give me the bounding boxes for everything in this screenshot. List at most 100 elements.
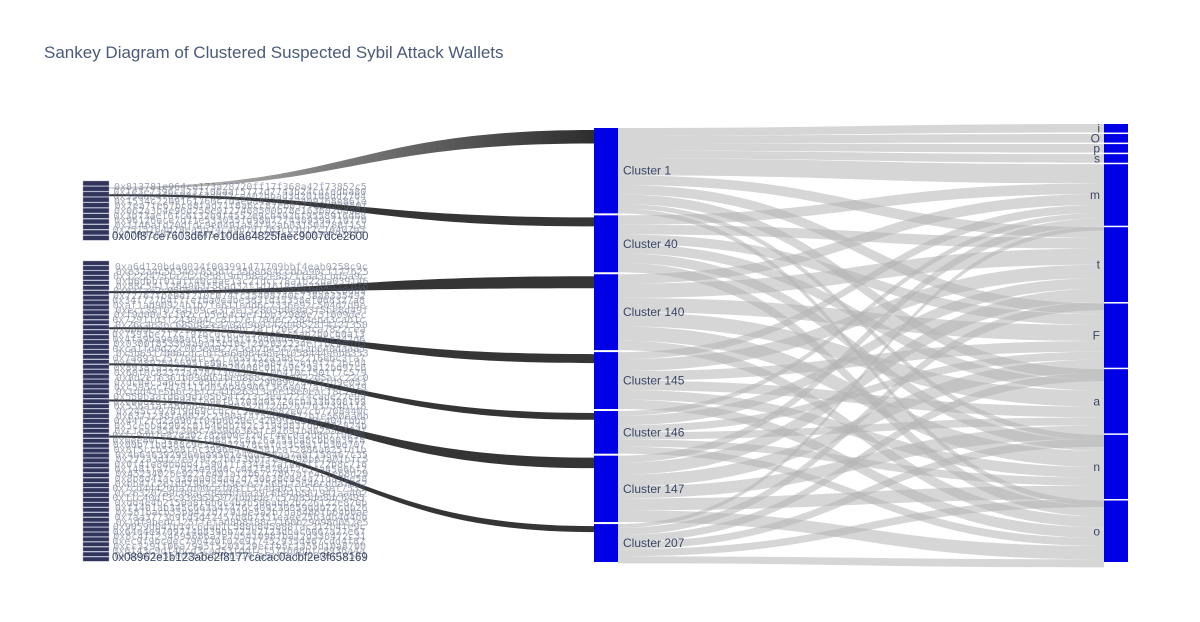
wallet-node[interactable]	[82, 487, 110, 493]
wallet-node[interactable]	[82, 542, 110, 547]
wallet-node[interactable]	[82, 180, 110, 186]
source-link-2[interactable]	[109, 276, 594, 294]
cluster-node[interactable]	[594, 455, 618, 523]
source-link-6[interactable]	[109, 435, 594, 533]
wallet-node[interactable]	[82, 359, 110, 365]
cluster-link-22[interactable]	[618, 204, 1104, 360]
wallet-node[interactable]	[82, 408, 110, 414]
target-node[interactable]	[1104, 434, 1128, 500]
wallet-node[interactable]	[82, 546, 110, 552]
target-node[interactable]	[1104, 500, 1128, 562]
target-node[interactable]	[1104, 303, 1128, 368]
wallet-node[interactable]	[82, 398, 110, 404]
wallet-node[interactable]	[82, 433, 110, 439]
cluster-link-2[interactable]	[618, 143, 1104, 153]
wallet-node[interactable]	[82, 300, 110, 305]
wallet-node[interactable]	[82, 224, 110, 230]
cluster-link-30[interactable]	[618, 351, 1104, 433]
wallet-node[interactable]	[82, 448, 110, 453]
wallet-node[interactable]	[82, 502, 110, 508]
cluster-node[interactable]	[594, 215, 618, 273]
cluster-node[interactable]	[594, 274, 618, 351]
target-node[interactable]	[1104, 134, 1128, 143]
wallet-node[interactable]	[82, 369, 110, 374]
cluster-link-36[interactable]	[618, 359, 1104, 487]
cluster-link-45[interactable]	[618, 556, 1104, 568]
wallet-node[interactable]	[82, 197, 110, 203]
cluster-link-42[interactable]	[618, 373, 1104, 543]
target-node[interactable]	[1104, 154, 1128, 163]
wallet-node[interactable]	[82, 463, 110, 468]
target-node[interactable]	[1104, 124, 1128, 133]
wallet-node[interactable]	[82, 482, 110, 488]
source-link-1[interactable]	[109, 194, 594, 227]
source-link-4[interactable]	[109, 363, 594, 420]
wallet-node[interactable]	[82, 310, 110, 315]
wallet-node[interactable]	[82, 320, 110, 325]
wallet-node[interactable]	[82, 290, 110, 295]
wallet-node[interactable]	[82, 403, 110, 409]
cluster-link-44[interactable]	[618, 499, 1104, 557]
wallet-node[interactable]	[82, 438, 110, 443]
wallet-node[interactable]	[82, 389, 110, 394]
wallet-node[interactable]	[82, 265, 110, 271]
cluster-link-43[interactable]	[618, 438, 1104, 550]
wallet-node[interactable]	[82, 522, 110, 527]
wallet-node[interactable]	[82, 453, 110, 458]
wallet-node[interactable]	[82, 537, 110, 542]
wallet-node[interactable]	[82, 285, 110, 291]
cluster-link-25[interactable]	[618, 380, 1104, 418]
wallet-node[interactable]	[82, 394, 110, 399]
wallet-node[interactable]	[82, 551, 110, 557]
target-node[interactable]	[1104, 369, 1128, 434]
wallet-node[interactable]	[82, 208, 110, 214]
wallet-node[interactable]	[82, 349, 110, 355]
wallet-node[interactable]	[82, 324, 110, 330]
wallet-node[interactable]	[82, 443, 110, 448]
wallet-node[interactable]	[82, 334, 110, 340]
wallet-node[interactable]	[82, 270, 110, 276]
wallet-node[interactable]	[82, 428, 110, 434]
wallet-node[interactable]	[82, 472, 110, 478]
target-node[interactable]	[1104, 227, 1128, 303]
wallet-node[interactable]	[82, 458, 110, 463]
wallet-node[interactable]	[82, 202, 110, 208]
wallet-node[interactable]	[82, 344, 110, 350]
wallet-node[interactable]	[82, 512, 110, 517]
cluster-link-24[interactable]	[618, 340, 1104, 381]
wallet-node[interactable]	[82, 384, 110, 389]
cluster-link-29[interactable]	[618, 277, 1104, 426]
cluster-link-3[interactable]	[618, 150, 1104, 163]
source-link-0[interactable]	[109, 130, 594, 189]
wallet-node[interactable]	[82, 186, 110, 192]
wallet-node[interactable]	[82, 305, 110, 310]
cluster-link-26[interactable]	[618, 390, 1104, 478]
wallet-node[interactable]	[82, 423, 110, 429]
wallet-node[interactable]	[82, 418, 110, 424]
cluster-link-0[interactable]	[618, 124, 1104, 136]
source-link-3[interactable]	[109, 327, 594, 364]
wallet-node[interactable]	[82, 229, 110, 235]
wallet-node[interactable]	[82, 468, 110, 473]
wallet-node[interactable]	[82, 339, 110, 345]
cluster-link-16[interactable]	[618, 194, 1104, 284]
cluster-node[interactable]	[594, 128, 618, 214]
wallet-node[interactable]	[82, 492, 110, 498]
wallet-node[interactable]	[82, 280, 110, 286]
cluster-link-35[interactable]	[618, 288, 1104, 475]
wallet-node[interactable]	[82, 295, 110, 300]
wallet-node[interactable]	[82, 497, 110, 503]
wallet-node[interactable]	[82, 379, 110, 384]
wallet-node[interactable]	[82, 556, 110, 562]
wallet-node[interactable]	[82, 235, 110, 241]
cluster-link-37[interactable]	[618, 425, 1104, 499]
wallet-node[interactable]	[82, 507, 110, 513]
wallet-node[interactable]	[82, 532, 110, 537]
cluster-node[interactable]	[594, 352, 618, 410]
cluster-node[interactable]	[594, 411, 618, 454]
wallet-node[interactable]	[82, 315, 110, 320]
wallet-node[interactable]	[82, 477, 110, 483]
cluster-node[interactable]	[594, 524, 618, 562]
wallet-node[interactable]	[82, 413, 110, 419]
target-node[interactable]	[1104, 164, 1128, 226]
